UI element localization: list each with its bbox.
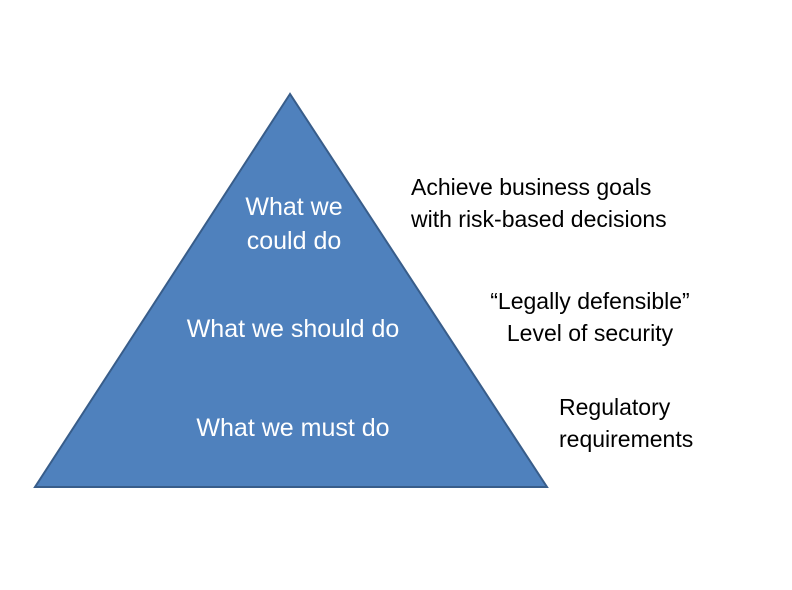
pyramid-top-line2: could do	[246, 227, 342, 255]
pyramid-middle-label: What we should do	[186, 315, 400, 343]
note-middle-line2: Level of security	[506, 320, 674, 346]
note-top-line1: Achieve business goals	[411, 174, 652, 200]
note-middle-line1: “Legally defensible”	[490, 288, 690, 314]
note-bottom: Regulatory requirements	[559, 391, 693, 455]
note-top-line2: with risk-based decisions	[411, 206, 667, 232]
pyramid-bottom-label: What we must do	[196, 414, 390, 442]
pyramid-triangle	[33, 92, 549, 488]
note-middle: “Legally defensible” Level of security	[470, 285, 710, 349]
pyramid-top-label: What we could do	[214, 190, 374, 258]
note-bottom-line2: requirements	[559, 426, 694, 452]
pyramid-top-line1: What we	[245, 193, 343, 221]
note-top: Achieve business goals with risk-based d…	[411, 171, 667, 235]
note-bottom-line1: Regulatory	[559, 394, 671, 420]
